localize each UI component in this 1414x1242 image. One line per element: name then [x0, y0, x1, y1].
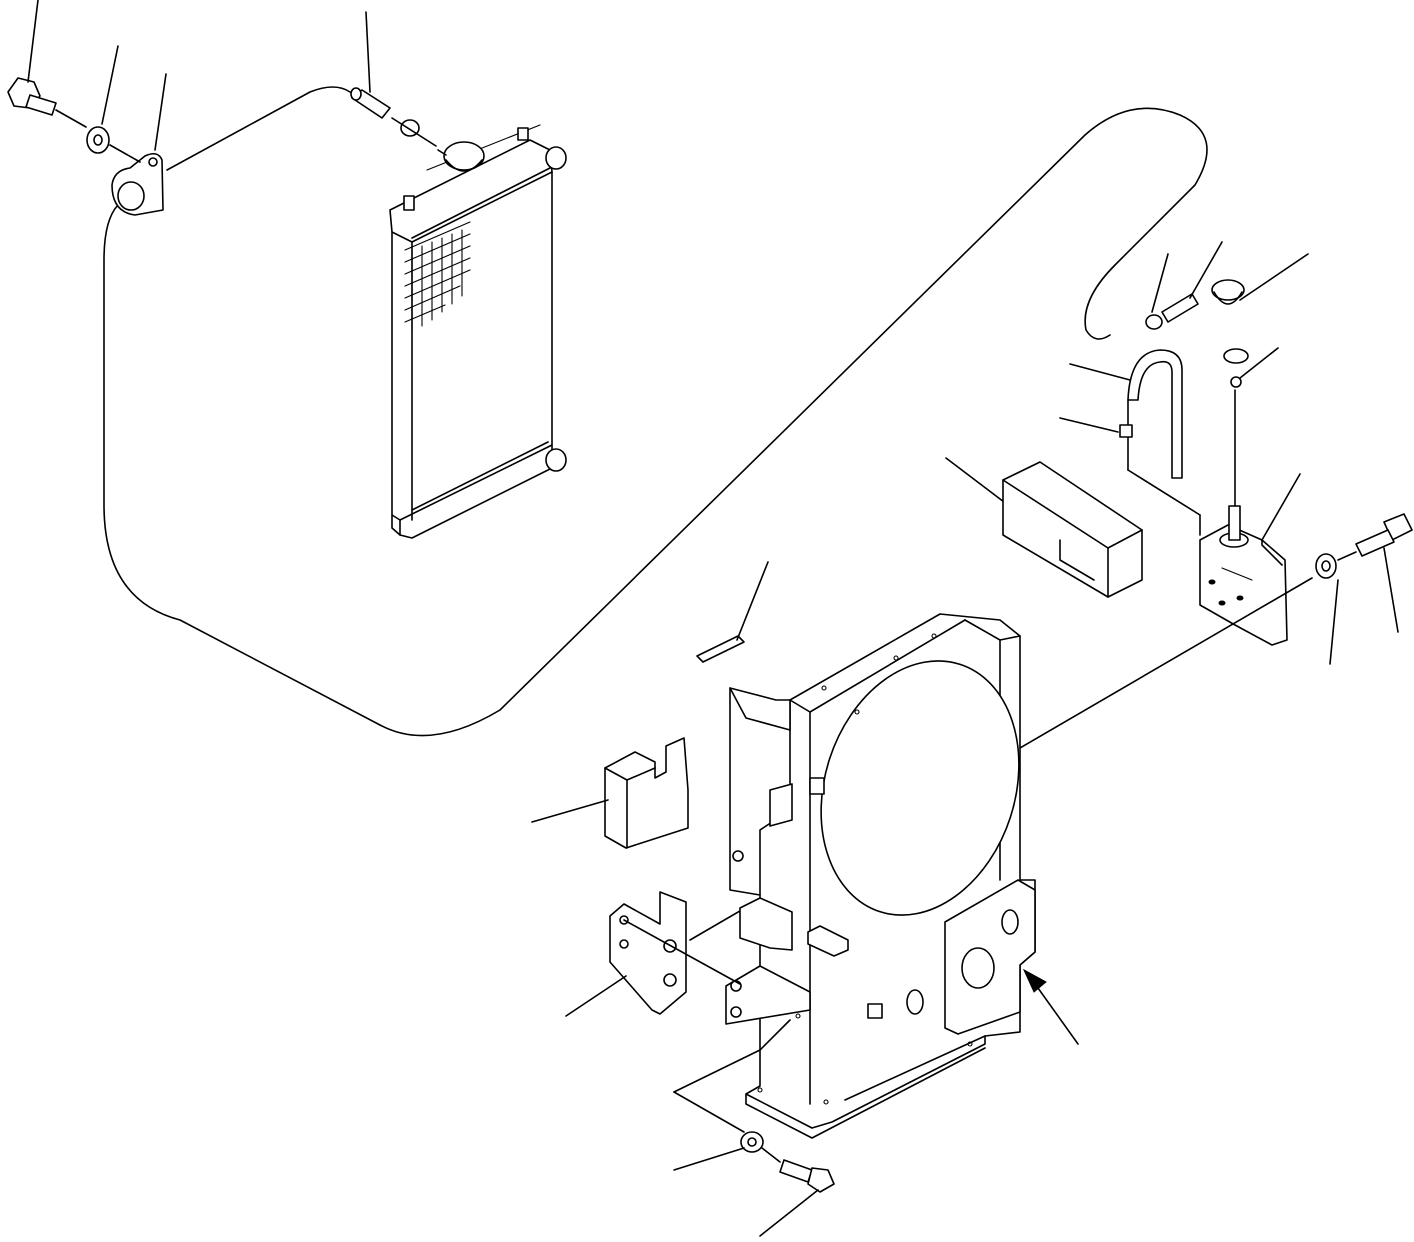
- arrow-icon: [1022, 968, 1079, 1045]
- bracket-icon: [565, 891, 741, 1017]
- overflow-hose-icon: [1119, 349, 1201, 536]
- block-icon: [531, 737, 689, 849]
- hose-icon: [350, 87, 391, 119]
- cap-icon: [437, 141, 485, 172]
- cap-screw-icon: [761, 1147, 835, 1193]
- bolt-icon: [7, 77, 141, 163]
- cap-screw-icon: [1337, 513, 1413, 561]
- washer-icon: [1315, 553, 1337, 579]
- clamp-icon: [391, 117, 437, 147]
- eye-bracket-icon: [111, 152, 164, 216]
- leader-lines: [27, 0, 371, 151]
- assembly-outline: [103, 86, 1208, 737]
- washer-icon: [740, 1131, 764, 1153]
- radiator-icon: [389, 124, 567, 539]
- washer-icon: [86, 126, 110, 154]
- seal-icon: [696, 561, 769, 663]
- shroud-icon: [725, 613, 1036, 1139]
- leader-lines: [945, 241, 1399, 665]
- small-hose-icon: [1145, 293, 1199, 330]
- leader-lines: [673, 1019, 819, 1237]
- reserve-cap-icon: [1211, 279, 1249, 388]
- block-icon: [1002, 461, 1143, 598]
- tank-icon: [1199, 389, 1288, 646]
